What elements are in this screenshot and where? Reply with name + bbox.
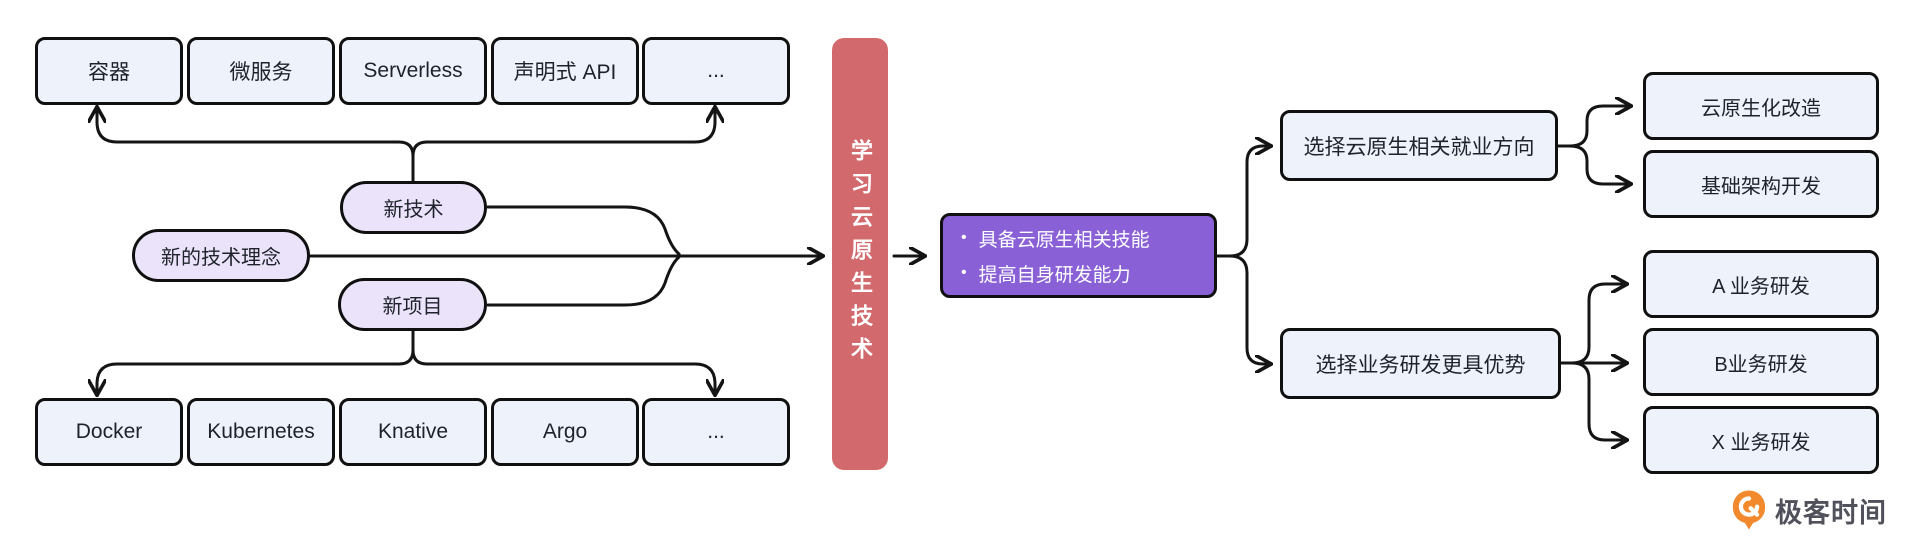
node-docker: Docker <box>35 398 183 466</box>
outcome-box: • 具备云原生相关技能 • 提高自身研发能力 <box>940 213 1217 298</box>
outcome-item-label: 具备云原生相关技能 <box>978 229 1150 251</box>
geektime-logo: 极客时间 <box>1732 489 1887 531</box>
node-business-a-dev: A 业务研发 <box>1643 250 1879 318</box>
bar-learn-cloud-native: 学习云原生技术 <box>832 38 888 470</box>
node-business-b-dev: B业务研发 <box>1643 328 1879 396</box>
node-cloud-native-transformation: 云原生化改造 <box>1643 72 1879 140</box>
node-infrastructure-dev: 基础架构开发 <box>1643 150 1879 218</box>
bullet-icon: • <box>961 264 967 281</box>
bar-label: 学习云原生技术 <box>848 138 873 370</box>
pill-new-project: 新项目 <box>338 278 487 331</box>
node-knative: Knative <box>339 398 487 466</box>
pill-new-tech-concept: 新的技术理念 <box>132 229 310 282</box>
node-kubernetes: Kubernetes <box>187 398 335 466</box>
geektime-logo-text: 极客时间 <box>1775 497 1887 528</box>
node-serverless: Serverless <box>339 37 487 105</box>
node-containers: 容器 <box>35 37 183 105</box>
node-top-ellipsis: ... <box>642 37 790 105</box>
node-argo: Argo <box>491 398 639 466</box>
node-bottom-ellipsis: ... <box>642 398 790 466</box>
pill-new-technology: 新技术 <box>340 181 487 234</box>
outcome-item: • 具备云原生相关技能 <box>961 225 1214 252</box>
node-business-x-dev: X 业务研发 <box>1643 406 1879 474</box>
choice-cloud-native-career: 选择云原生相关就业方向 <box>1280 110 1558 181</box>
node-microservices: 微服务 <box>187 37 335 105</box>
node-declarative-api: 声明式 API <box>491 37 639 105</box>
outcome-item: • 提高自身研发能力 <box>961 260 1214 287</box>
choice-business-advantage: 选择业务研发更具优势 <box>1280 328 1561 399</box>
outcome-item-label: 提高自身研发能力 <box>978 264 1131 286</box>
geektime-logo-icon <box>1732 490 1766 530</box>
bullet-icon: • <box>961 229 967 246</box>
